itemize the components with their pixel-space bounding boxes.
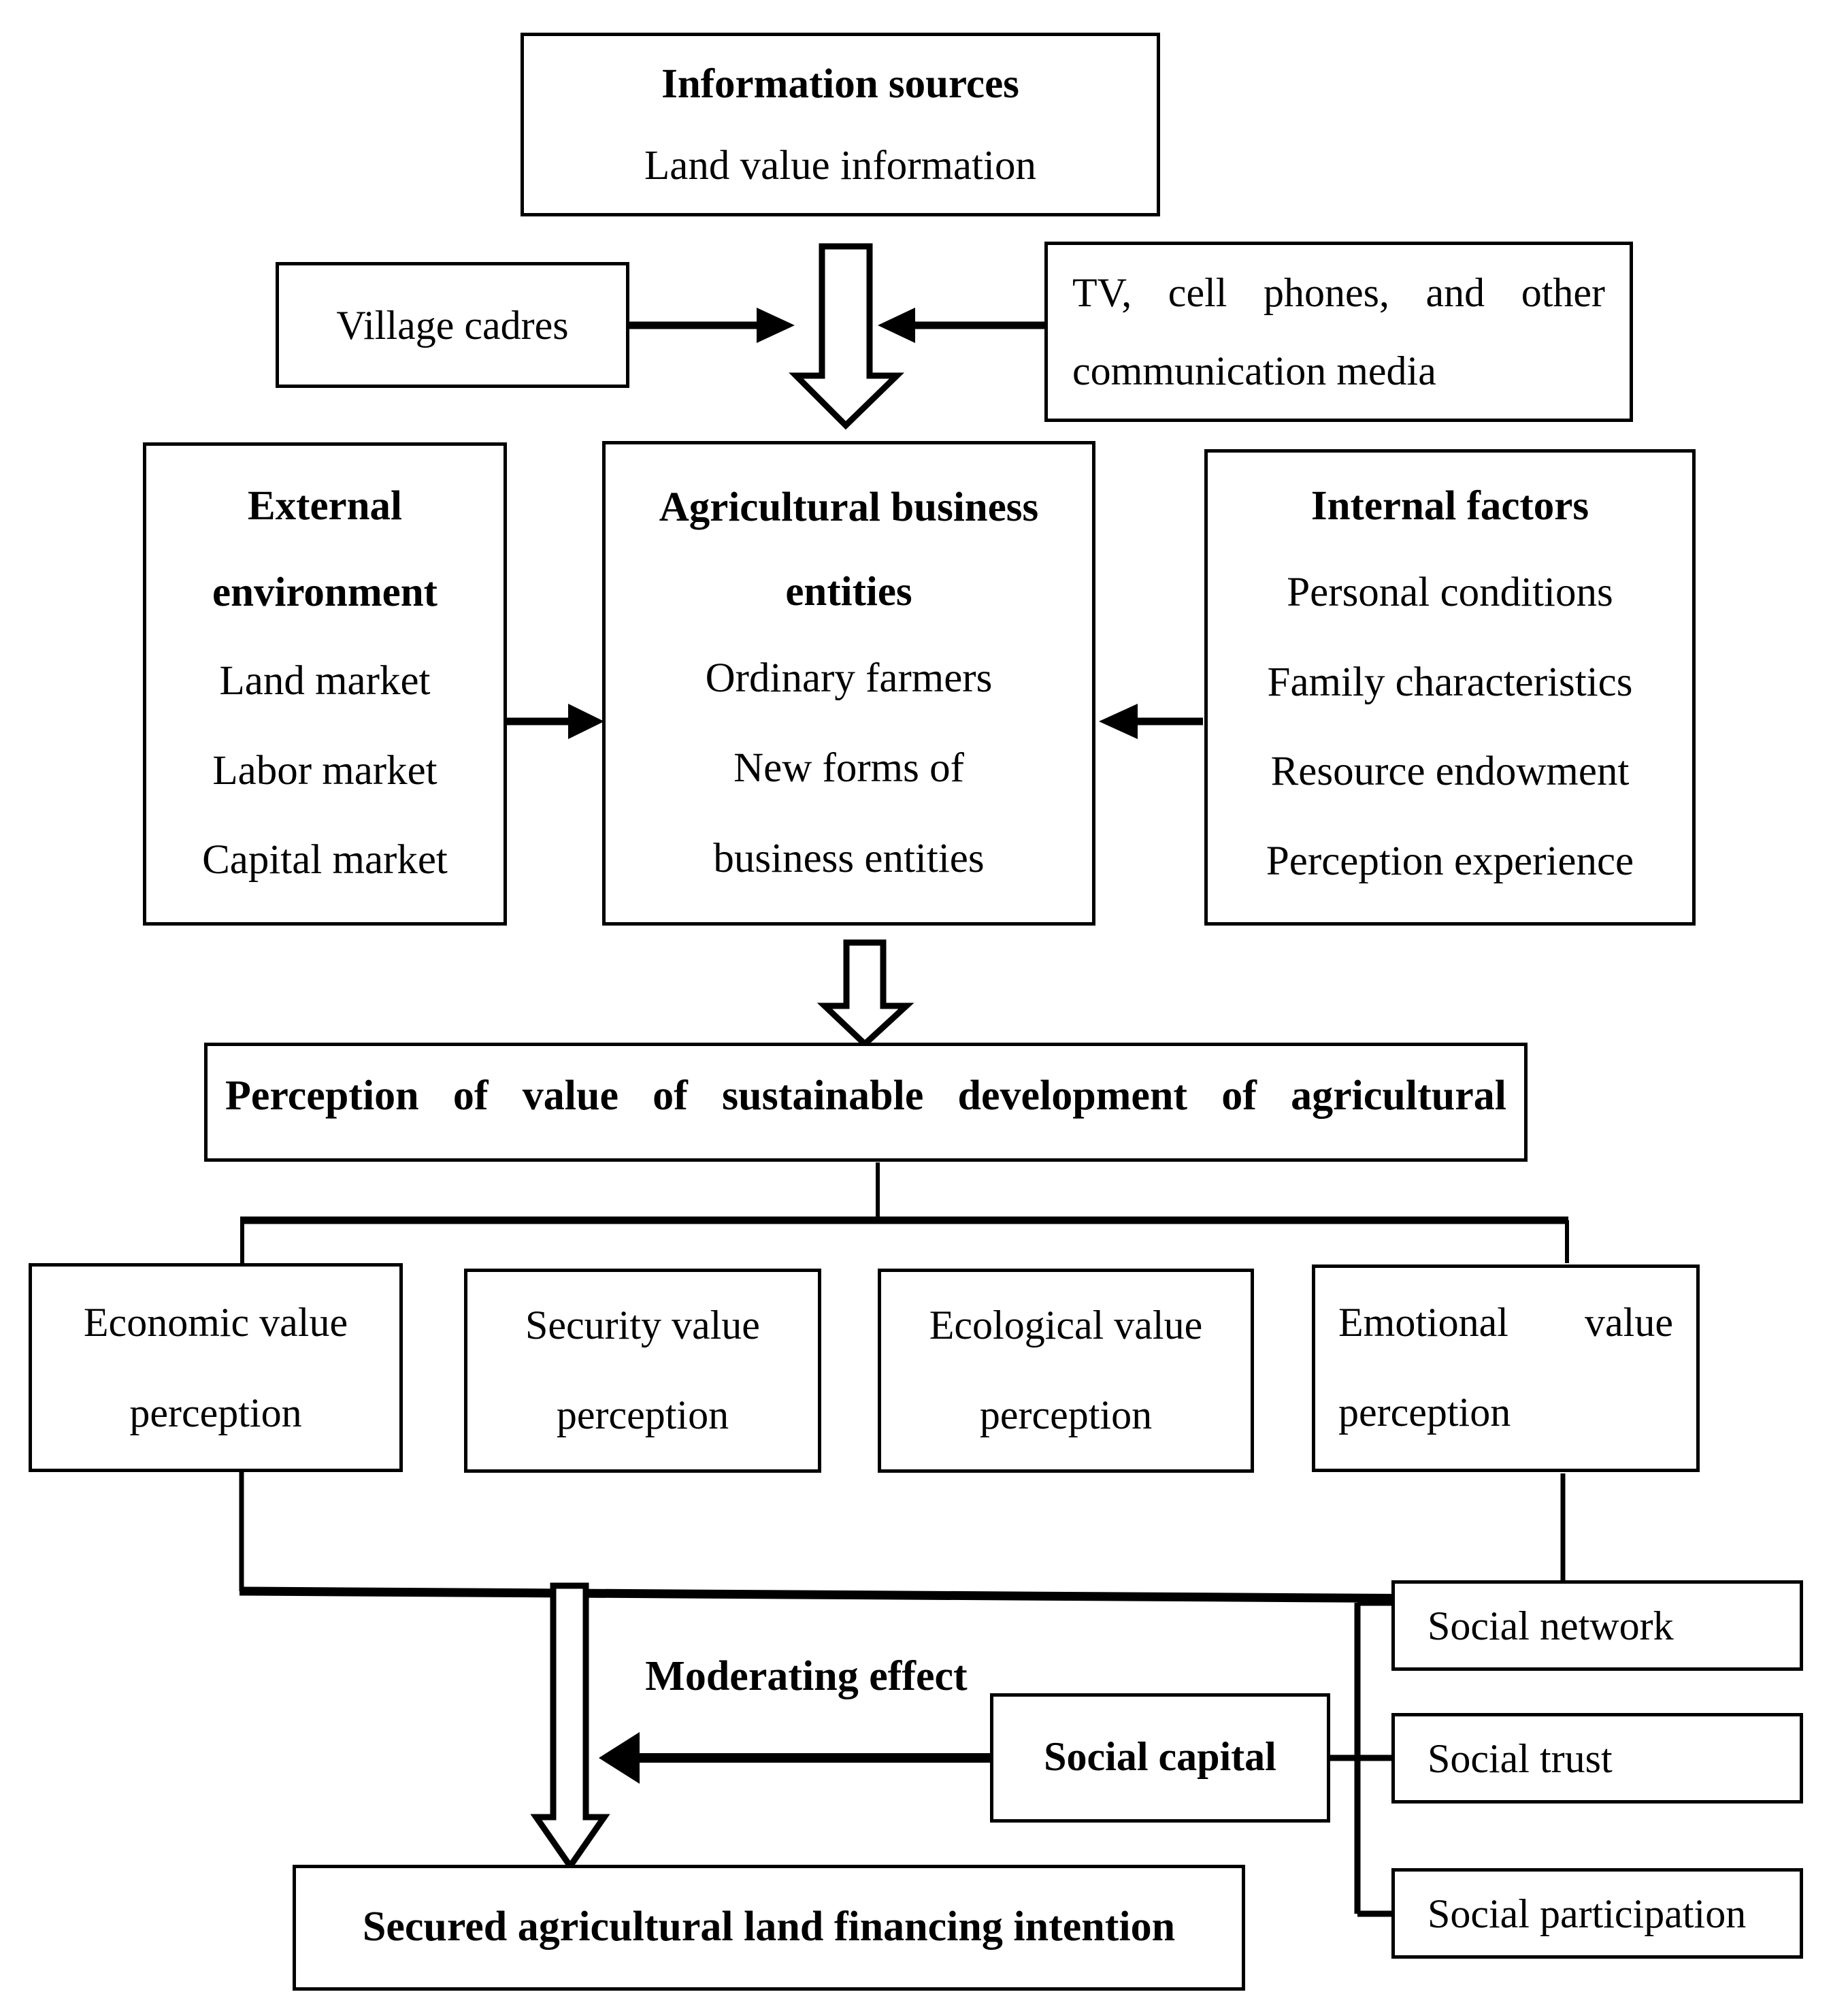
economic-value-line2: perception xyxy=(129,1390,302,1435)
economic-value-line1: Economic value xyxy=(83,1300,348,1345)
agricultural-entities-item-0: Ordinary farmers xyxy=(705,655,993,701)
arrow-village-cadres xyxy=(629,308,795,343)
internal-factors-item-3: Perception experience xyxy=(1266,838,1634,884)
node-security-value-perception[interactable]: Security value perception xyxy=(464,1269,821,1473)
node-external-environment[interactable]: External environment Land market Labor m… xyxy=(143,442,507,926)
node-village-cadres[interactable]: Village cadres xyxy=(276,262,629,388)
social-capital-label: Social capital xyxy=(1044,1734,1276,1779)
internal-factors-item-0: Personal conditions xyxy=(1287,570,1613,615)
emotional-value-line1: Emotional value xyxy=(1338,1300,1673,1345)
social-participation-label: Social participation xyxy=(1428,1891,1747,1936)
information-sources-line2: Land value information xyxy=(644,143,1036,189)
hollow-arrow-info-to-entities xyxy=(789,243,905,430)
ecological-value-line2: perception xyxy=(979,1392,1153,1437)
connector-bracket-bottom xyxy=(239,1586,1566,1604)
internal-factors-heading: Internal factors xyxy=(1310,483,1589,529)
external-environment-heading-line1: External xyxy=(247,483,403,529)
hollow-arrow-perception-to-outcome xyxy=(530,1582,610,1872)
hollow-arrow-entities-to-perception xyxy=(816,939,914,1049)
arrow-moderating-effect xyxy=(599,1732,1006,1784)
agricultural-entities-heading-line1: Agricultural business xyxy=(659,485,1039,530)
communication-media-line2: communication media xyxy=(1072,348,1436,393)
arrow-media xyxy=(878,308,1044,343)
node-economic-value-perception[interactable]: Economic value perception xyxy=(29,1263,403,1472)
external-environment-item-2: Capital market xyxy=(202,837,448,883)
emotional-value-line2: perception xyxy=(1338,1390,1511,1435)
agricultural-entities-item-1: New forms of xyxy=(733,745,964,791)
node-secured-financing-intention[interactable]: Secured agricultural land financing inte… xyxy=(293,1865,1245,1991)
social-trust-label: Social trust xyxy=(1428,1736,1613,1781)
node-social-trust[interactable]: Social trust xyxy=(1391,1713,1803,1804)
node-ecological-value-perception[interactable]: Ecological value perception xyxy=(878,1269,1254,1473)
node-agricultural-business-entities[interactable]: Agricultural business entities Ordinary … xyxy=(602,441,1095,926)
external-environment-heading-line2: environment xyxy=(212,570,438,615)
secured-financing-intention-label: Secured agricultural land financing inte… xyxy=(362,1904,1176,1950)
external-environment-item-0: Land market xyxy=(219,658,431,704)
internal-factors-item-2: Resource endowment xyxy=(1270,749,1630,794)
node-communication-media[interactable]: TV, cell phones, and other communication… xyxy=(1044,242,1633,422)
internal-factors-item-1: Family characteristics xyxy=(1267,659,1633,705)
moderating-effect-label: Moderating effect xyxy=(645,1653,968,1699)
security-value-line2: perception xyxy=(556,1392,729,1437)
arrow-internal-to-entities xyxy=(1099,704,1203,739)
node-internal-factors[interactable]: Internal factors Personal conditions Fam… xyxy=(1204,449,1696,926)
external-environment-item-1: Labor market xyxy=(212,748,438,794)
node-emotional-value-perception[interactable]: Emotional value perception xyxy=(1312,1264,1700,1472)
agricultural-entities-heading-line2: entities xyxy=(785,569,912,615)
node-information-sources[interactable]: Information sources Land value informati… xyxy=(521,33,1160,216)
perception-of-value-label: Perception of value of sustainable devel… xyxy=(225,1073,1506,1119)
agricultural-entities-item-2: business entities xyxy=(713,836,985,881)
security-value-line1: Security value xyxy=(525,1303,760,1348)
communication-media-line1: TV, cell phones, and other xyxy=(1072,270,1605,315)
ecological-value-line1: Ecological value xyxy=(929,1303,1203,1348)
arrow-external-to-entities xyxy=(507,704,604,739)
node-perception-of-value[interactable]: Perception of value of sustainable devel… xyxy=(204,1043,1528,1162)
node-social-capital[interactable]: Social capital xyxy=(990,1693,1330,1823)
node-social-participation[interactable]: Social participation xyxy=(1391,1868,1803,1959)
village-cadres-label: Village cadres xyxy=(336,303,569,348)
social-network-label: Social network xyxy=(1428,1603,1674,1648)
node-social-network[interactable]: Social network xyxy=(1391,1580,1803,1671)
information-sources-heading: Information sources xyxy=(661,61,1019,107)
